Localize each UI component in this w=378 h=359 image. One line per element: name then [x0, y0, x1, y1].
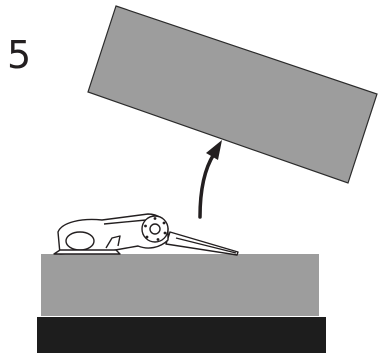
black-base: [37, 317, 326, 353]
lifted-panel: [87, 5, 378, 184]
curved-lift-arrow-icon: [198, 140, 222, 219]
suction-lifter-tool-icon: [53, 213, 239, 256]
grey-block: [41, 254, 319, 316]
step-number: 5: [7, 33, 32, 77]
